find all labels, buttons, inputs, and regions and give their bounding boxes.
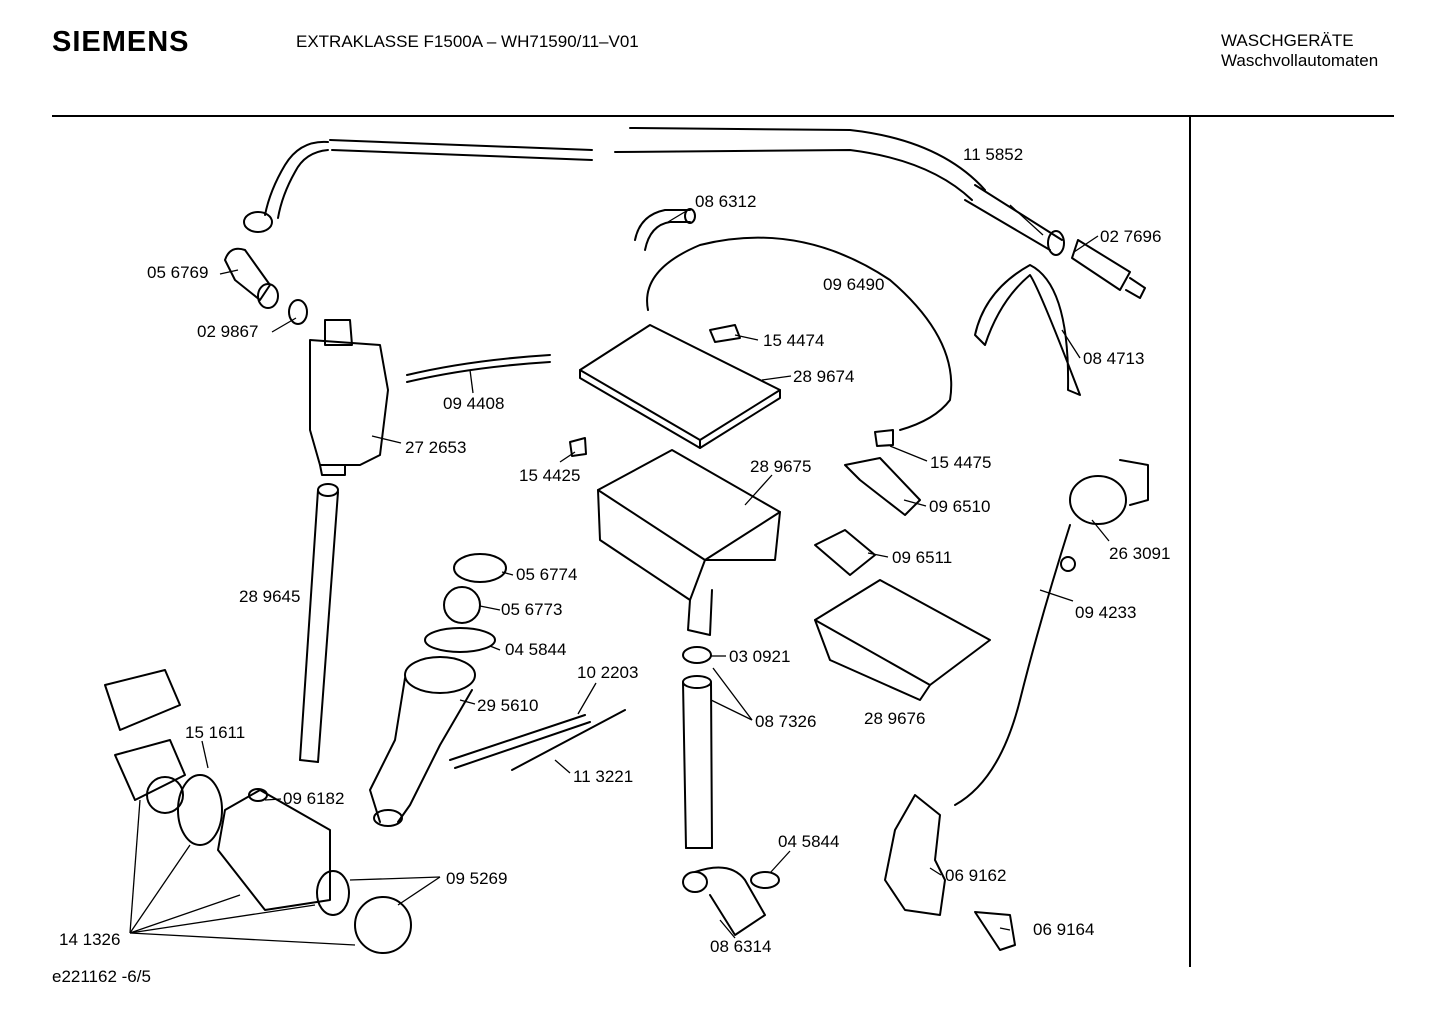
pipe-seal-part (682, 646, 712, 664)
valve-part (814, 529, 876, 576)
pump-hose-part (682, 866, 766, 936)
part-number: 10 2203 (577, 663, 638, 682)
detergent-drawer-part (814, 579, 991, 701)
part-number: 26 3091 (1109, 544, 1170, 563)
hose-bracket-part (974, 264, 1081, 396)
part-number: 06 9164 (1033, 920, 1094, 939)
vertical-hose-part (299, 483, 339, 763)
model-title: EXTRAKLASSE F1500A – WH71590/11–V01 (296, 32, 639, 51)
drain-pump-part (114, 739, 186, 814)
part-number: 09 6490 (823, 275, 884, 294)
part-number: 08 4713 (1083, 349, 1144, 368)
drawing-id: e221162 -6/5 (52, 967, 151, 986)
connector-part (874, 429, 894, 447)
seal-part (453, 553, 507, 583)
pump-cover-part (104, 669, 181, 731)
part-number: 15 4474 (763, 331, 824, 350)
part-number: 04 5844 (778, 832, 839, 851)
pump-clamp-part (750, 871, 780, 889)
subcategory-title: Waschvollautomaten (1221, 51, 1379, 70)
filter-seal-part (316, 870, 350, 916)
pump-housing-part (217, 788, 331, 911)
part-number: 28 9645 (239, 587, 300, 606)
filter-cap-part (354, 896, 412, 954)
seal-ring-part (288, 299, 308, 325)
part-number: 08 6314 (710, 937, 771, 956)
part-number: 28 9676 (864, 709, 925, 728)
hose-clamp-part (424, 627, 496, 653)
nozzle-part (1071, 239, 1146, 299)
brand-logo: SIEMENS (52, 26, 190, 58)
part-number: 05 6773 (501, 600, 562, 619)
tray-frame-part (579, 324, 781, 449)
part-number: 03 0921 (729, 647, 790, 666)
container-part (309, 319, 389, 476)
clamp-part (1060, 556, 1076, 572)
pump-seal-ring-part (177, 774, 223, 846)
part-number: 15 4475 (930, 453, 991, 472)
part-number: 28 9675 (750, 457, 811, 476)
ball-valve-part (443, 586, 481, 624)
pressure-tube-part (954, 524, 1071, 806)
part-number: 28 9674 (793, 367, 854, 386)
small-hose-part (406, 354, 551, 376)
part-number: 08 6312 (695, 192, 756, 211)
part-number: 02 7696 (1100, 227, 1161, 246)
cable-part (511, 709, 626, 771)
part-number: 06 9162 (945, 866, 1006, 885)
part-number: 09 5269 (446, 869, 507, 888)
small-plug-part (569, 437, 587, 457)
part-number: 02 9867 (197, 322, 258, 341)
part-number: 08 7326 (755, 712, 816, 731)
elbow-connector-part (224, 247, 279, 309)
valve-bracket-part (844, 457, 921, 516)
part-number: 11 5852 (963, 145, 1023, 164)
drain-hose-part (243, 127, 1065, 256)
part-number: 04 5844 (505, 640, 566, 659)
drain-pipe-part (682, 675, 713, 849)
part-number: 15 1611 (185, 723, 245, 742)
drawer-housing-part (597, 449, 781, 636)
part-number: 05 6774 (516, 565, 577, 584)
part-number: 27 2653 (405, 438, 466, 457)
part-number: 14 1326 (59, 930, 120, 949)
part-number: 15 4425 (519, 466, 580, 485)
pressure-switch-part (1069, 459, 1149, 525)
part-number: 05 6769 (147, 263, 208, 282)
bent-hose-part (634, 208, 696, 251)
sensor-bracket-part (884, 794, 946, 916)
part-number: 09 6510 (929, 497, 990, 516)
sensor-part (974, 911, 1016, 951)
part-number: 09 6511 (892, 548, 952, 567)
short-hose-part (449, 714, 586, 761)
right-divider (1189, 117, 1191, 967)
part-number: 29 5610 (477, 696, 538, 715)
part-number: 09 6182 (283, 789, 344, 808)
category-title: WASCHGERÄTE (1221, 31, 1354, 50)
part-number: 09 4233 (1075, 603, 1136, 622)
part-number: 09 4408 (443, 394, 504, 413)
part-number: 11 3221 (573, 767, 633, 786)
clip-part (709, 324, 741, 343)
sump-hose-part (369, 656, 476, 827)
header-divider (52, 115, 1394, 117)
cable-hose-part (646, 236, 953, 431)
